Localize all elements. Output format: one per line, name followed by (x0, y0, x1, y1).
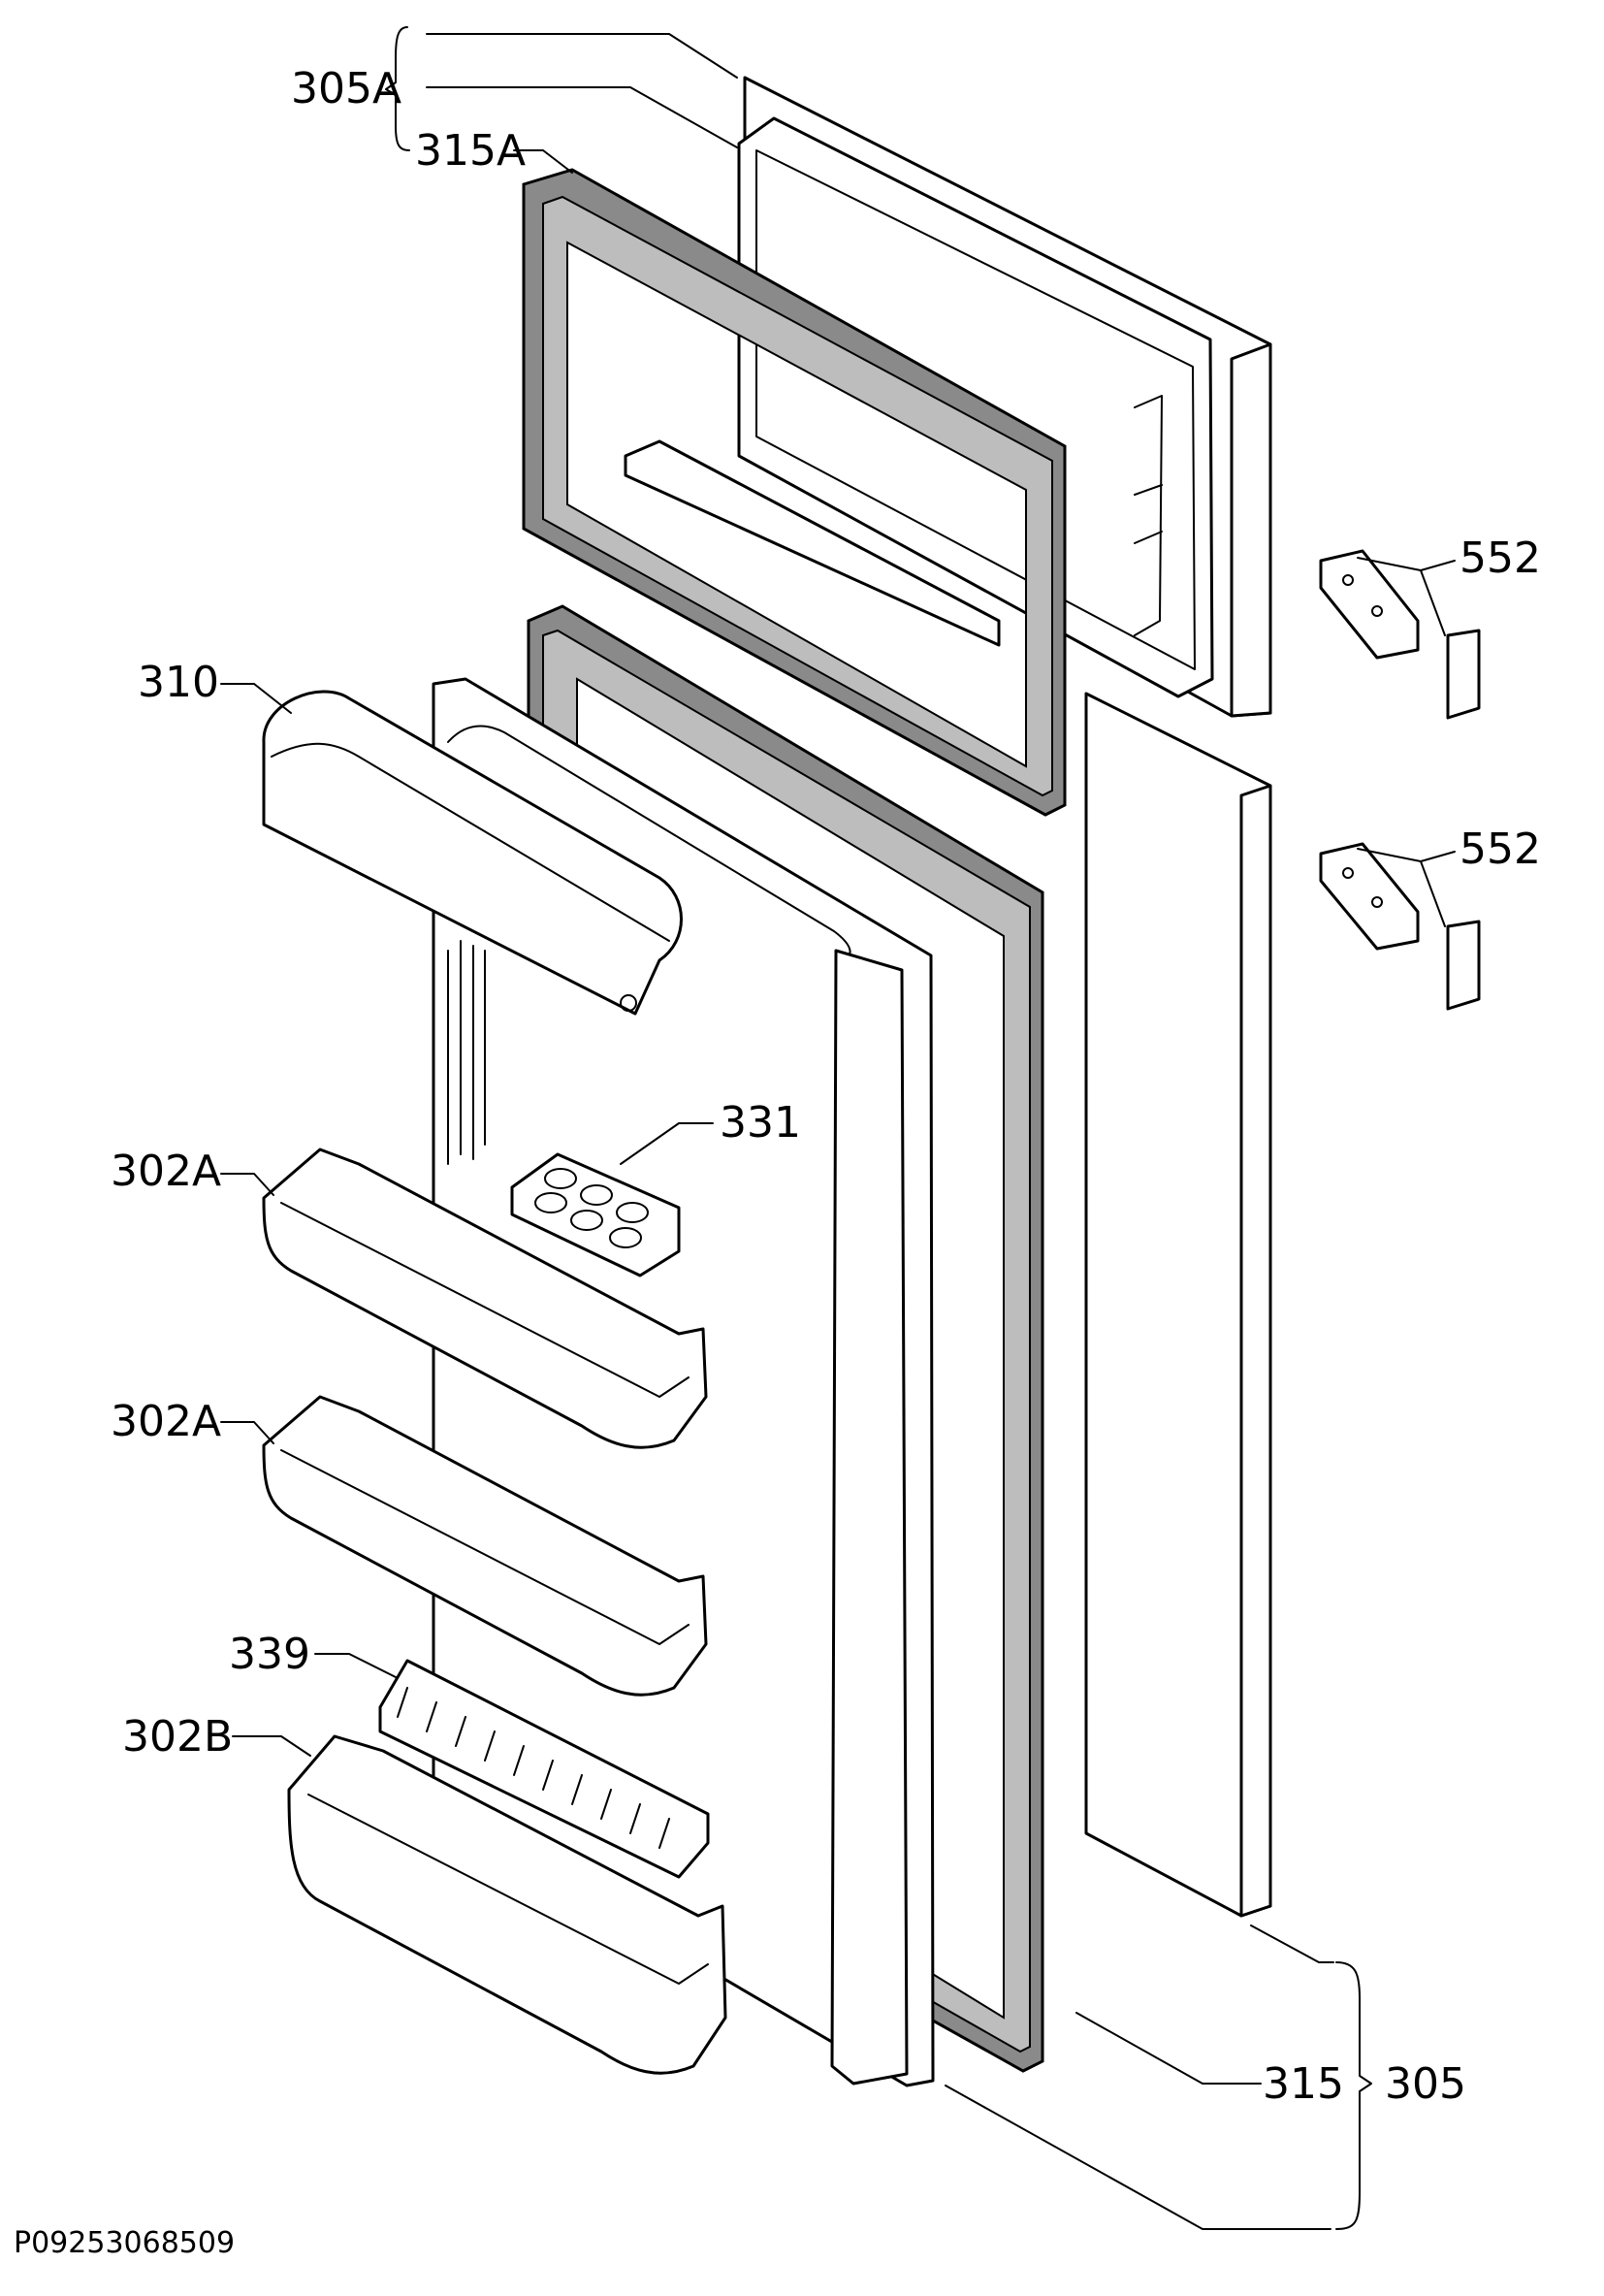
label-305A: 305A (291, 64, 401, 113)
hinge-upper (1319, 549, 1481, 720)
label-339: 339 (229, 1630, 310, 1679)
label-302A-middle: 302A (111, 1397, 221, 1446)
fridge-door-outer-panel (1084, 692, 1272, 1918)
label-315A: 315A (415, 126, 526, 176)
drawing-code: P09253068509 (14, 2226, 235, 2260)
door-shelf-upper (262, 1148, 708, 1449)
leader-lines (220, 26, 1456, 2230)
hinge-lower (1319, 842, 1481, 1011)
label-552-lower: 552 (1460, 825, 1541, 874)
label-315: 315 (1263, 2059, 1344, 2109)
label-331: 331 (720, 1098, 801, 1148)
label-302A-upper: 302A (111, 1147, 221, 1196)
bottle-shelf (287, 1734, 727, 2075)
freezer-gasket (522, 168, 1067, 817)
label-305: 305 (1385, 2059, 1466, 2109)
label-310: 310 (138, 658, 219, 707)
egg-tray (510, 1152, 681, 1277)
bottle-retainer (378, 1659, 710, 1879)
door-shelf-middle (262, 1395, 708, 1697)
dairy-compartment-lid (262, 690, 683, 1016)
label-302B: 302B (122, 1712, 233, 1762)
label-552-upper: 552 (1460, 534, 1541, 583)
